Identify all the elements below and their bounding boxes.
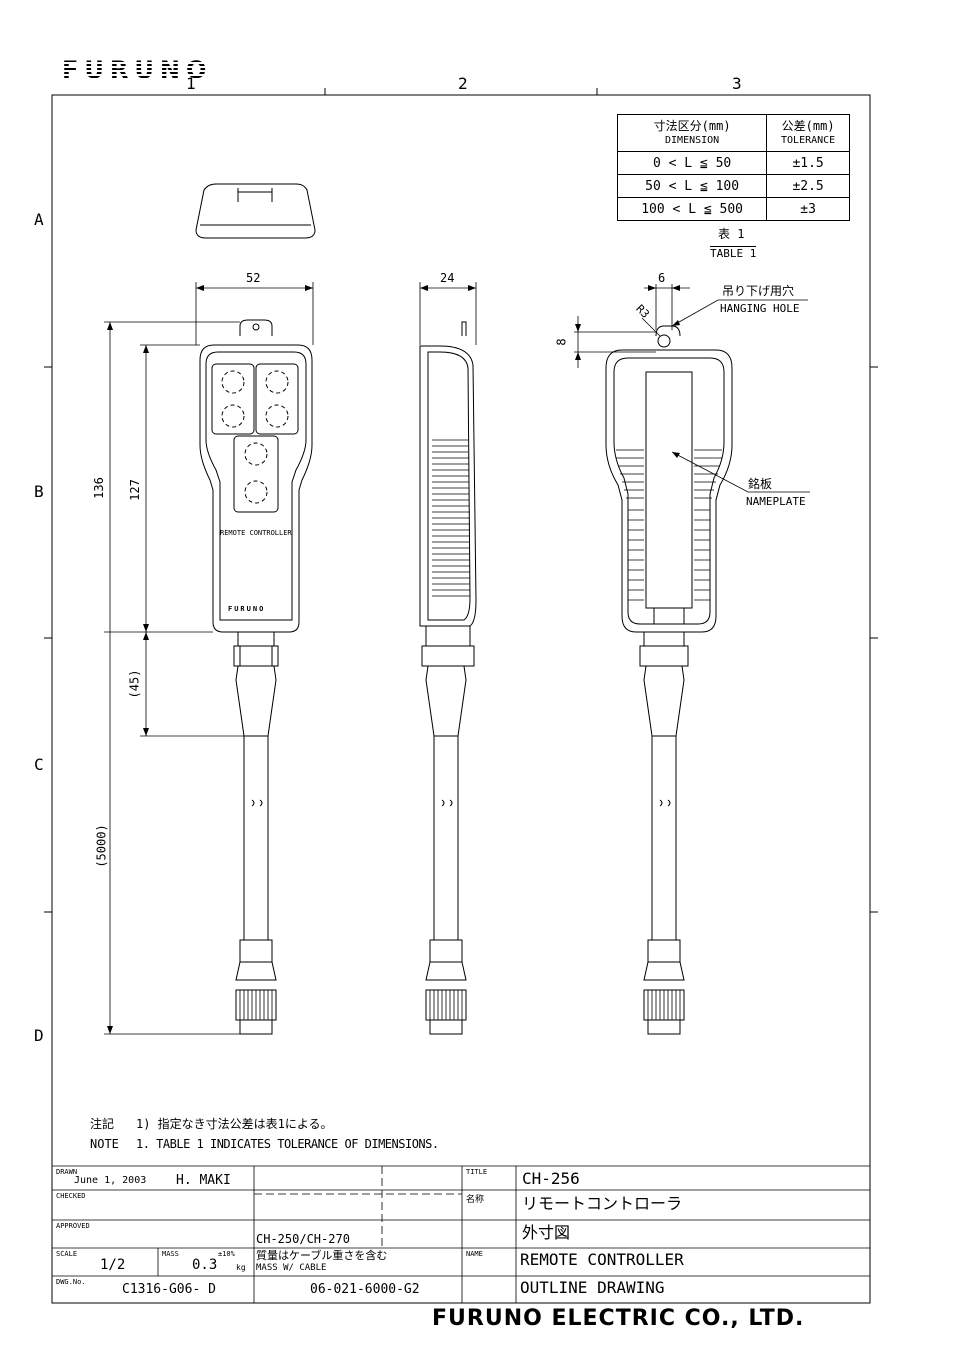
mass-value: 0.3 xyxy=(192,1257,218,1273)
dim-strain-relief: (45) xyxy=(127,669,142,699)
callout-hanging-hole-jp: 吊り下げ用穴 xyxy=(722,284,795,298)
dim-overall-height: 136 xyxy=(91,477,106,499)
row-label-b: B xyxy=(34,482,44,501)
mass-tolerance: ±10% xyxy=(218,1250,235,1258)
drawing-frame xyxy=(51,94,871,1304)
callout-nameplate-en: NAMEPLATE xyxy=(746,495,806,508)
note-en-label: NOTE xyxy=(90,1137,119,1151)
table-header-row: 寸法区分(mm) DIMENSION 公差(mm) TOLERANCE xyxy=(616,114,850,152)
dwg-number: C1316-G06- D xyxy=(122,1282,216,1297)
dwg-label: DWG.No. xyxy=(56,1278,86,1286)
callout-hanging-hole-en: HANGING HOLE xyxy=(720,302,800,315)
dim-depth: 24 xyxy=(440,271,455,285)
side-view xyxy=(419,321,477,1035)
name-en-2: OUTLINE DRAWING xyxy=(520,1278,665,1297)
title-label: TITLE xyxy=(466,1168,488,1176)
row-label-c: C xyxy=(34,755,44,774)
column-label-3: 3 xyxy=(732,74,742,93)
drawing-title: CH-256 xyxy=(522,1169,580,1188)
name-jp: リモートコントローラ xyxy=(522,1194,683,1213)
checked-label: CHECKED xyxy=(56,1192,86,1200)
note-en-text: 1. TABLE 1 INDICATES TOLERANCE OF DIMENS… xyxy=(136,1137,439,1151)
note-jp-text: 1) 指定なき寸法公差は表1による。 xyxy=(136,1117,333,1131)
dim-body-height: 127 xyxy=(127,479,142,501)
name-jp-2: 外寸図 xyxy=(522,1223,571,1242)
header-tolerance-en: TOLERANCE xyxy=(781,135,836,146)
table-cell: 50 < L ≦ 100 xyxy=(616,174,768,198)
table-row: 0 < L ≦ 50 ±1.5 xyxy=(616,151,850,175)
company-name: FURUNO ELECTRIC CO., LTD. xyxy=(432,1306,805,1331)
device-label: REMOTE CONTROLLER xyxy=(220,529,292,537)
dim-hole-offset: 8 xyxy=(554,338,569,346)
header-dimension-en: DIMENSION xyxy=(665,135,720,146)
header-tolerance-jp: 公差(mm) xyxy=(781,118,835,133)
front-view xyxy=(199,319,313,1035)
table-header-tolerance: 公差(mm) TOLERANCE xyxy=(766,114,850,152)
dim-cable-length: (5000) xyxy=(94,824,109,868)
scale-value: 1/2 xyxy=(100,1257,126,1273)
column-label-1: 1 xyxy=(186,74,196,93)
drawn-label: DRAWN xyxy=(56,1168,78,1176)
dim-width: 52 xyxy=(246,271,261,285)
dim-hole-spacing: 6 xyxy=(658,271,666,285)
name-jp-label: 名称 xyxy=(466,1195,485,1205)
table-cell: ±1.5 xyxy=(766,151,850,175)
drawn-date: June 1, 2003 xyxy=(74,1175,147,1186)
table-caption-jp: 表 1 xyxy=(718,227,745,241)
reference-number: 06-021-6000-G2 xyxy=(310,1282,420,1297)
mass-label: MASS xyxy=(162,1250,179,1258)
row-label-d: D xyxy=(34,1026,44,1045)
header-dimension-jp: 寸法区分(mm) xyxy=(653,118,731,133)
callout-nameplate-jp: 銘板 xyxy=(748,477,773,491)
device-logo: FURUNO xyxy=(228,605,266,613)
approved-label: APPROVED xyxy=(56,1222,90,1230)
model-alt: CH-250/CH-270 xyxy=(256,1232,350,1246)
rear-view xyxy=(605,325,733,1035)
top-view xyxy=(195,183,316,239)
furuno-logo: FURUNO xyxy=(62,56,213,84)
mass-unit: kg xyxy=(236,1263,246,1272)
mass-note-en: MASS W/ CABLE xyxy=(256,1263,327,1273)
row-label-a: A xyxy=(34,210,44,229)
table-row: 50 < L ≦ 100 ±2.5 xyxy=(616,174,850,198)
note-jp-label: 注記 xyxy=(90,1117,115,1131)
table-cell: 100 < L ≦ 500 xyxy=(616,197,768,221)
name-label: NAME xyxy=(466,1250,483,1258)
tolerance-table: 寸法区分(mm) DIMENSION 公差(mm) TOLERANCE 0 < … xyxy=(616,114,850,221)
nameplate-area xyxy=(645,371,693,609)
drawn-by: H. MAKI xyxy=(176,1173,231,1188)
table-cell: ±2.5 xyxy=(766,174,850,198)
table-header-dimension: 寸法区分(mm) DIMENSION xyxy=(616,114,768,152)
column-label-2: 2 xyxy=(458,74,468,93)
mass-note-jp: 質量はケーブル重さを含む xyxy=(256,1249,388,1262)
table-row: 100 < L ≦ 500 ±3 xyxy=(616,197,850,221)
name-en: REMOTE CONTROLLER xyxy=(520,1250,684,1269)
scale-label: SCALE xyxy=(56,1250,78,1258)
table-caption-en: TABLE 1 xyxy=(710,246,757,260)
table-cell: ±3 xyxy=(766,197,850,221)
dimension-lines xyxy=(52,282,870,1303)
table-cell: 0 < L ≦ 50 xyxy=(616,151,768,175)
